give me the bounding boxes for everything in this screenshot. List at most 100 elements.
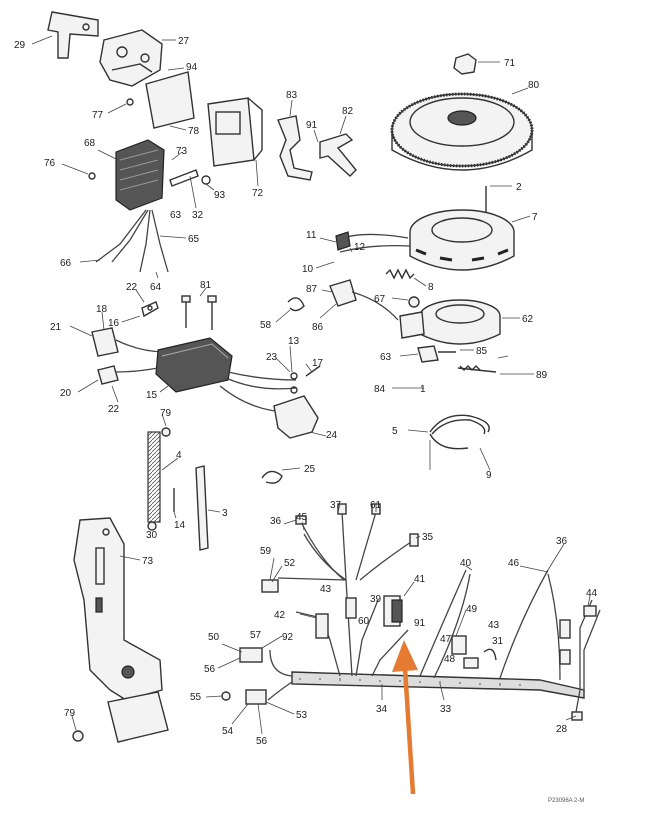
bracket-83-91-82 bbox=[277, 115, 357, 181]
callout-84: 84 bbox=[374, 384, 386, 395]
flywheel-80 bbox=[390, 92, 534, 171]
callout-83: 83 bbox=[286, 90, 298, 101]
callout-12: 12 bbox=[354, 242, 366, 253]
callout-2: 2 bbox=[516, 182, 522, 193]
callout-53: 53 bbox=[296, 710, 308, 721]
callout-94: 94 bbox=[186, 62, 198, 73]
callout-48: 48 bbox=[444, 654, 456, 665]
bracket-17-24 bbox=[273, 365, 321, 439]
bolts-81 bbox=[181, 295, 217, 330]
callout-33: 33 bbox=[440, 704, 452, 715]
callout-62: 62 bbox=[522, 314, 534, 325]
mount-plate-73 bbox=[73, 517, 169, 743]
callout-46: 46 bbox=[508, 558, 520, 569]
callout-24-top: 24 bbox=[326, 430, 338, 441]
callout-22-top: 22 bbox=[126, 282, 138, 293]
callout-4: 4 bbox=[176, 450, 182, 461]
callout-72: 72 bbox=[252, 188, 264, 199]
callout-60: 60 bbox=[358, 616, 370, 627]
callout-36-right: 36 bbox=[556, 536, 568, 547]
stator-7 bbox=[409, 209, 515, 271]
callout-37: 37 bbox=[330, 500, 342, 511]
charge-coil-86 bbox=[329, 279, 399, 321]
callout-40: 40 bbox=[460, 558, 472, 569]
callout-63: 63 bbox=[170, 210, 182, 221]
callout-91-bottom: 91 bbox=[414, 618, 426, 629]
callout-32: 32 bbox=[192, 210, 204, 221]
callout-22: 22 bbox=[108, 404, 120, 415]
callout-78: 78 bbox=[188, 126, 200, 137]
callout-73-small: 73 bbox=[176, 146, 188, 157]
callout-11: 11 bbox=[306, 230, 317, 241]
callout-10: 10 bbox=[302, 264, 314, 275]
callout-28: 28 bbox=[556, 724, 568, 735]
callout-58: 58 bbox=[260, 320, 272, 331]
callout-43-left: 43 bbox=[320, 584, 332, 595]
callout-82: 82 bbox=[342, 106, 354, 117]
callout-45: 45 bbox=[296, 512, 308, 523]
callout-86: 86 bbox=[312, 322, 324, 333]
callout-16: 16 bbox=[108, 318, 120, 329]
callout-47: 47 bbox=[440, 634, 452, 645]
screw-22-16 bbox=[141, 301, 159, 318]
callout-93: 93 bbox=[214, 190, 226, 201]
connector-20 bbox=[97, 365, 159, 385]
callout-17: 17 bbox=[312, 358, 324, 369]
callout-57: 57 bbox=[250, 630, 262, 641]
rectifier-68 bbox=[115, 139, 165, 211]
cdi-module-15 bbox=[155, 337, 233, 393]
flywheel-nut-71 bbox=[453, 53, 477, 75]
callout-31: 31 bbox=[492, 636, 504, 647]
callout-65: 65 bbox=[188, 234, 200, 245]
callout-44: 44 bbox=[586, 588, 598, 599]
rectifier-leads bbox=[95, 209, 169, 273]
callout-30: 30 bbox=[146, 530, 158, 541]
callout-87: 87 bbox=[306, 284, 318, 295]
callout-67: 67 bbox=[374, 294, 386, 305]
callout-42: 42 bbox=[274, 610, 286, 621]
callout-3: 3 bbox=[222, 508, 228, 519]
callout-80: 80 bbox=[528, 80, 540, 91]
callout-7: 7 bbox=[532, 212, 538, 223]
callout-85b: 89 bbox=[536, 370, 548, 381]
callout-20: 20 bbox=[60, 388, 72, 399]
callout-73-plate: 73 bbox=[142, 556, 154, 567]
callout-50: 50 bbox=[208, 632, 220, 643]
callout-52: 52 bbox=[284, 558, 296, 569]
power-pack-73 bbox=[207, 97, 263, 167]
callout-21: 21 bbox=[50, 322, 62, 333]
callout-91: 91 bbox=[306, 120, 318, 131]
main-wire-harness bbox=[267, 511, 601, 713]
clip-25 bbox=[261, 470, 283, 484]
spring-coil-4 bbox=[147, 431, 161, 523]
callout-18: 18 bbox=[96, 304, 108, 315]
callout-54: 54 bbox=[222, 726, 234, 737]
callout-25: 25 bbox=[304, 464, 316, 475]
callout-39: 39 bbox=[370, 594, 382, 605]
callout-59: 59 bbox=[260, 546, 272, 557]
timer-base-62 bbox=[399, 299, 501, 345]
callout-23: 23 bbox=[266, 352, 278, 363]
ring-9 bbox=[429, 414, 490, 450]
clip-58 bbox=[287, 297, 305, 312]
bracket-29 bbox=[47, 11, 99, 59]
callout-56-bottom: 56 bbox=[256, 736, 268, 747]
callout-64: 64 bbox=[150, 282, 162, 293]
callout-5: 5 bbox=[392, 426, 398, 437]
callout-55: 55 bbox=[190, 692, 202, 703]
strip-3 bbox=[195, 465, 209, 551]
callout-49: 49 bbox=[466, 604, 478, 615]
callout-29: 29 bbox=[14, 40, 26, 51]
callout-9: 9 bbox=[486, 470, 492, 481]
callout-56-top: 56 bbox=[204, 664, 216, 675]
callout-15: 15 bbox=[146, 390, 158, 401]
mount-plate-27 bbox=[99, 29, 163, 87]
cover-94 bbox=[145, 71, 195, 129]
callout-1: 1 bbox=[420, 384, 426, 395]
callout-85: 85 bbox=[476, 346, 488, 357]
callout-34: 34 bbox=[376, 704, 388, 715]
highlight-arrow bbox=[392, 640, 418, 795]
callout-43-right: 43 bbox=[488, 620, 500, 631]
callout-79-mid: 79 bbox=[160, 408, 172, 419]
callout-92: 92 bbox=[282, 632, 294, 643]
